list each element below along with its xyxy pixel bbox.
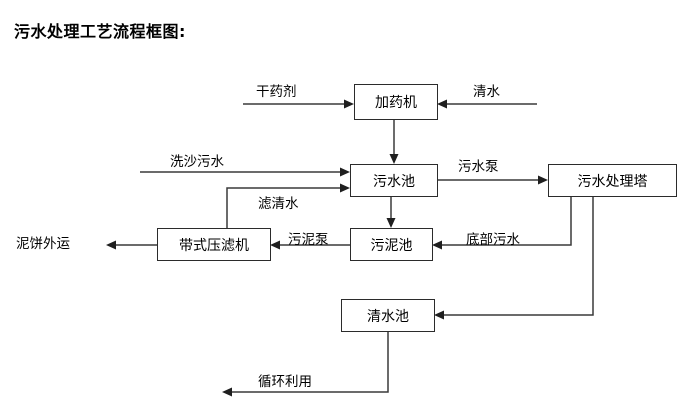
node-sludge-pool[interactable]: 污泥池 xyxy=(350,228,433,261)
arrowhead-dosing-to-wastewater-pool xyxy=(389,154,399,164)
arrowhead-clean-water-to-dosing xyxy=(437,99,447,109)
terminal-label-mud-cake-out: 泥饼外运 xyxy=(16,236,70,252)
node-treatment-tower[interactable]: 污水处理塔 xyxy=(548,164,677,197)
node-dosing-machine[interactable]: 加药机 xyxy=(354,84,438,120)
arrowhead-bottom-sewage-to-sludge-pool xyxy=(432,240,442,250)
arrowhead-sandwash-to-wastewater-pool xyxy=(340,167,350,177)
node-wastewater-pool[interactable]: 污水池 xyxy=(350,164,438,197)
terminal-label-sand-wash-sewage: 洗沙污水 xyxy=(170,154,224,170)
edge-label-bottom-sewage: 底部污水 xyxy=(466,232,520,248)
arrowhead-sludge-pump-to-press xyxy=(270,240,280,250)
arrowhead-press-to-mudcake xyxy=(106,240,116,250)
arrowhead-wastewater-pool-to-sludge-pool xyxy=(386,218,396,228)
edge-label-filtrate: 滤清水 xyxy=(258,196,299,212)
page-title: 污水处理工艺流程框图: xyxy=(14,22,186,41)
wire-tower-to-clearwater-pool xyxy=(441,196,594,316)
arrowhead-wastewater-pool-to-tower xyxy=(538,175,548,185)
terminal-label-dry-agent: 干药剂 xyxy=(256,84,297,100)
edge-label-sludge-pump: 污泥泵 xyxy=(288,232,329,248)
edge-label-recycle-reuse: 循环利用 xyxy=(258,374,312,390)
terminal-label-clean-water: 清水 xyxy=(473,84,500,100)
node-clearwater-pool[interactable]: 清水池 xyxy=(341,299,435,332)
node-belt-filter-press[interactable]: 带式压滤机 xyxy=(157,228,271,261)
wire-bottom-sewage-to-sludge-pool xyxy=(439,196,572,246)
arrowhead-tower-to-clearwater-pool xyxy=(434,310,444,320)
edge-label-sewage-pump: 污水泵 xyxy=(458,159,499,175)
wire-filtrate-to-wastewater-pool xyxy=(226,187,343,228)
arrowhead-filtrate-to-wastewater-pool xyxy=(340,183,350,193)
arrowhead-recycle-reuse xyxy=(222,387,232,397)
arrowhead-dry-agent-to-dosing xyxy=(344,99,354,109)
wire-recycle-reuse xyxy=(229,331,389,393)
